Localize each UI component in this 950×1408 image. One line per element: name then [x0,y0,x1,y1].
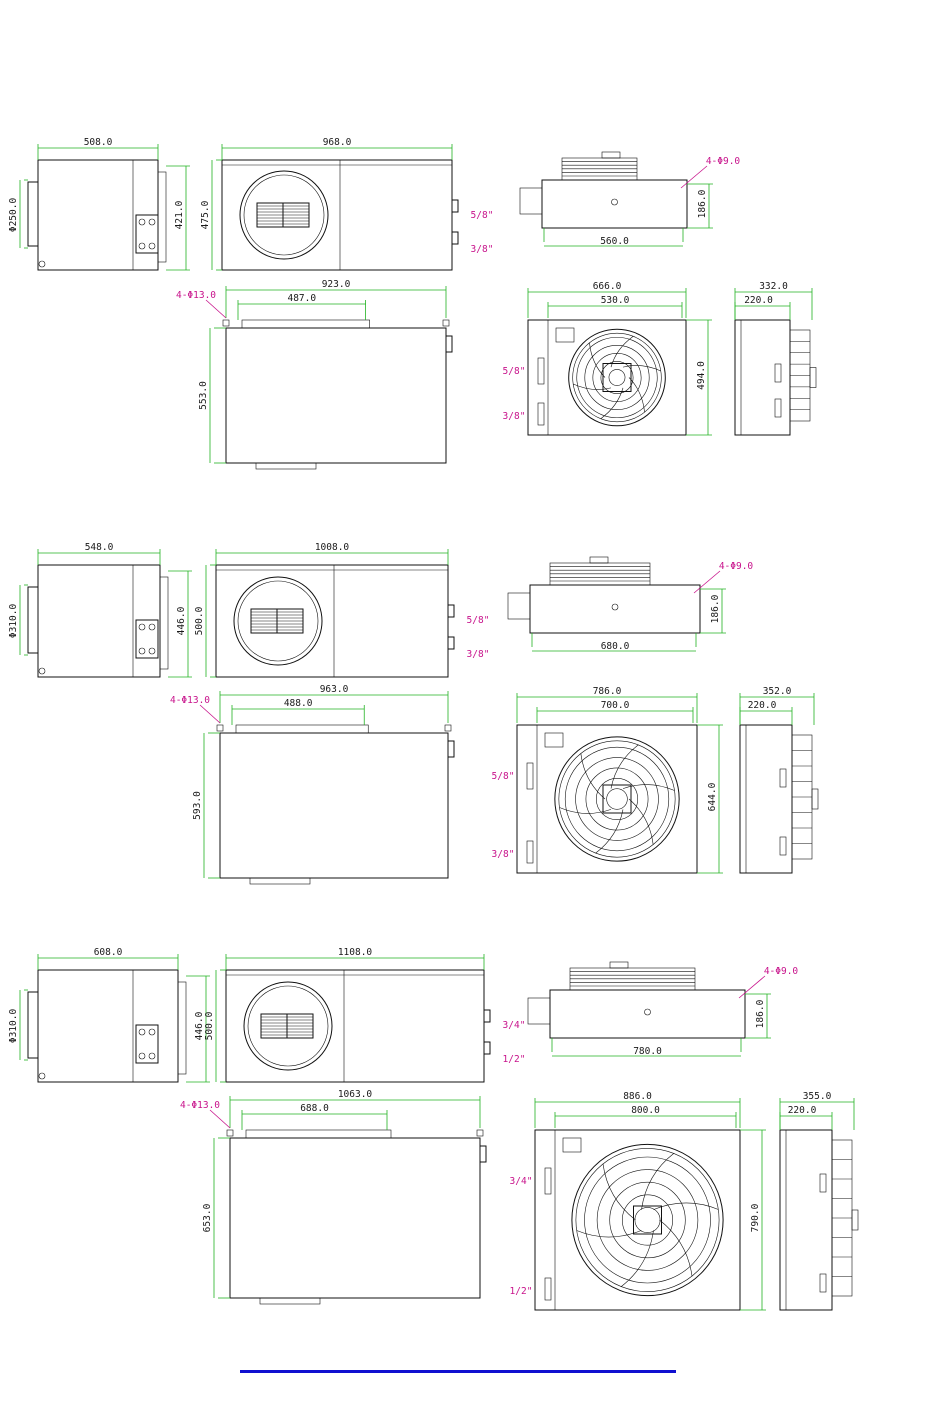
mount-holes-outdoor: 4-Φ9.0 [719,561,754,572]
unit-set-3: 608.0 446.0 Φ310.0 1108.0 500.0 3/4" 1/2" 1063.… [8,947,859,1311]
dim-outdoor-depth: 186.0 [697,189,708,218]
dim-outdoor-depth: 186.0 [755,999,766,1028]
outdoor-side-view: 352.0 220.0 [739,686,819,874]
dim-side-inner: 220.0 [748,700,777,711]
mount-holes-indoor: 4-Φ13.0 [180,1100,220,1111]
dim-outdoor-height: 494.0 [696,361,707,390]
outdoor-front-view: 786.0 700.0 644.0 5/8" 3/8" [492,686,723,874]
dim-side-width: 608.0 [94,947,123,958]
dim-outdoor-outer: 886.0 [623,1091,652,1102]
dim-side-width: 548.0 [85,542,114,553]
outdoor-pipe-top: 3/4" [510,1176,533,1187]
pipe-size-top: 5/8" [471,210,494,221]
dim-side-outer: 352.0 [763,686,792,697]
dim-top-inner: 688.0 [300,1103,329,1114]
outdoor-pipe-top: 5/8" [492,771,515,782]
dim-front-height: 500.0 [204,1011,215,1040]
dim-side-outer: 332.0 [759,281,788,292]
dim-top-width: 1063.0 [338,1089,373,1100]
dim-side-height: 446.0 [194,1011,205,1040]
dim-top-width: 963.0 [320,684,349,695]
dim-side-height: 446.0 [176,606,187,635]
dim-top-depth: 653.0 [202,1203,213,1232]
indoor-side-view: 508.0 421.0 Φ250.0 [8,137,190,271]
outdoor-pipe-bottom: 3/8" [492,849,515,860]
dim-duct-diameter: Φ310.0 [8,1009,19,1044]
mount-holes-outdoor: 4-Φ9.0 [706,156,741,167]
outdoor-side-view: 332.0 220.0 [734,281,817,436]
unit-set-1: 508.0 421.0 Φ250.0 968.0 475.0 5/8" 3/8" 923.0 4… [8,137,817,470]
outdoor-pipe-bottom: 3/8" [503,411,526,422]
outdoor-front-view: 666.0 530.0 494.0 5/8" 3/8" [503,281,712,436]
dim-outdoor-depth: 186.0 [710,594,721,623]
dim-front-height: 500.0 [194,606,205,635]
dim-top-depth: 553.0 [198,381,209,410]
indoor-front-view: 968.0 475.0 5/8" 3/8" [200,137,494,271]
pipe-size-top: 3/4" [503,1020,526,1031]
dim-front-width: 1008.0 [315,542,350,553]
dim-side-width: 508.0 [84,137,113,148]
pipe-size-top: 5/8" [467,615,490,626]
dim-front-width: 1108.0 [338,947,373,958]
indoor-top-view: 963.0 488.0 593.0 4-Φ13.0 [170,684,455,885]
pipe-size-bottom: 1/2" [503,1054,526,1065]
dim-top-inner: 488.0 [284,698,313,709]
dim-top-inner: 487.0 [287,293,316,304]
dim-outdoor-outer: 786.0 [593,686,622,697]
mount-holes-indoor: 4-Φ13.0 [170,695,210,706]
dim-front-width: 968.0 [323,137,352,148]
dim-outdoor-width: 560.0 [600,236,629,247]
dim-side-outer: 355.0 [803,1091,832,1102]
dim-outdoor-height: 644.0 [707,782,718,811]
outdoor-side-view: 355.0 220.0 [779,1091,859,1311]
dim-side-height: 421.0 [174,200,185,229]
dim-side-inner: 220.0 [788,1105,817,1116]
outdoor-top-view: 680.0 186.0 4-Φ9.0 [507,556,754,652]
indoor-front-view: 1008.0 500.0 5/8" 3/8" [194,542,490,678]
indoor-side-view: 608.0 446.0 Φ310.0 [8,947,210,1083]
unit-set-2: 548.0 446.0 Φ310.0 1008.0 500.0 5/8" 3/8" 963.0… [8,542,819,885]
outdoor-front-view: 886.0 800.0 790.0 3/4" 1/2" [510,1091,766,1311]
indoor-top-view: 923.0 487.0 553.0 4-Φ13.0 [176,279,453,470]
dim-outdoor-inner: 530.0 [601,295,630,306]
outdoor-top-view: 780.0 186.0 4-Φ9.0 [527,961,799,1057]
pipe-size-bottom: 3/8" [467,649,490,660]
dim-outdoor-inner: 800.0 [631,1105,660,1116]
indoor-side-view: 548.0 446.0 Φ310.0 [8,542,192,678]
dim-top-width: 923.0 [322,279,351,290]
dim-duct-diameter: Φ310.0 [8,604,19,639]
dim-outdoor-inner: 700.0 [601,700,630,711]
dim-outdoor-width: 780.0 [633,1046,662,1057]
dim-outdoor-height: 790.0 [750,1203,761,1232]
dim-outdoor-width: 680.0 [601,641,630,652]
indoor-front-view: 1108.0 500.0 3/4" 1/2" [204,947,526,1083]
outdoor-pipe-top: 5/8" [503,366,526,377]
mount-holes-indoor: 4-Φ13.0 [176,290,216,301]
dim-top-depth: 593.0 [192,791,203,820]
outdoor-top-view: 560.0 186.0 4-Φ9.0 [519,151,741,247]
footer-rule [240,1370,676,1373]
pipe-size-bottom: 3/8" [471,244,494,255]
dim-side-inner: 220.0 [744,295,773,306]
indoor-top-view: 1063.0 688.0 653.0 4-Φ13.0 [180,1089,487,1305]
dim-outdoor-outer: 666.0 [593,281,622,292]
dim-duct-diameter: Φ250.0 [8,198,19,233]
mount-holes-outdoor: 4-Φ9.0 [764,966,799,977]
dim-front-height: 475.0 [200,200,211,229]
outdoor-pipe-bottom: 1/2" [510,1286,533,1297]
